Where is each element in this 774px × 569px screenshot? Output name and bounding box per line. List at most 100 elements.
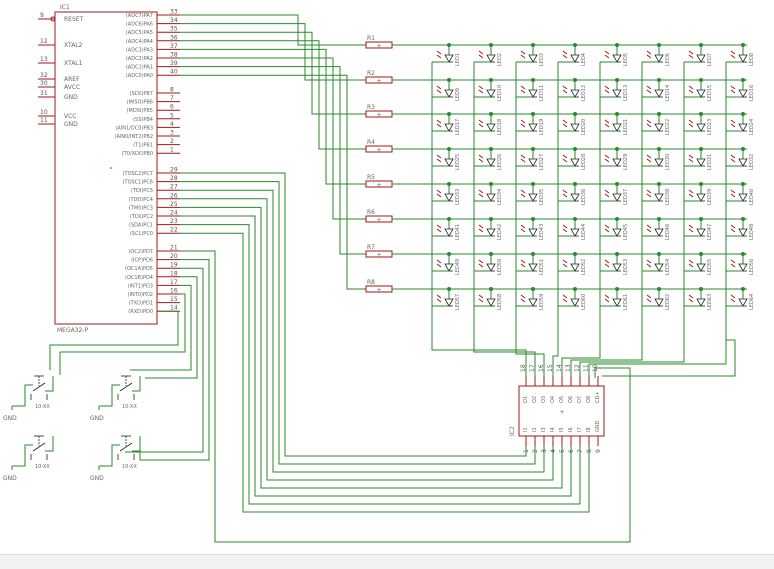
led-triangle-icon	[696, 89, 706, 98]
led-emission-arrows-icon	[688, 294, 694, 303]
ic2-bottom-pin-number: 6	[568, 449, 575, 453]
led-triangle-icon	[696, 123, 706, 132]
led-triangle-icon	[570, 193, 580, 202]
switch-contact-icon	[119, 382, 133, 392]
led-label: LED16	[749, 85, 755, 101]
led-label: LED22	[665, 119, 671, 135]
led-triangle-icon	[612, 89, 622, 98]
ic1-right-pin-label: (MOSI)PB5	[127, 108, 153, 114]
led-triangle-icon	[528, 89, 538, 98]
ic2-bottom-pin-label: I4	[550, 427, 556, 432]
ic1-left-pin-number: 13	[40, 56, 48, 63]
ic1-right-pin-number: 26	[170, 192, 178, 199]
led-emission-arrows-icon	[688, 119, 694, 128]
led-label: LED25	[455, 154, 461, 170]
ic1-left-pin-number: 10	[40, 109, 48, 116]
led-triangle-icon	[612, 263, 622, 272]
ic2-top-pin-number: 13	[565, 364, 572, 372]
led-triangle-icon	[570, 228, 580, 237]
ic1-right-pin-number: 36	[170, 34, 178, 41]
row-drive-wire	[180, 14, 366, 46]
ic2-top-pin-number: 14	[556, 364, 563, 372]
led-emission-arrows-icon	[520, 189, 526, 198]
led-emission-arrows-icon	[520, 259, 526, 268]
led-label: LED32	[749, 154, 755, 170]
led-label: LED42	[497, 224, 503, 240]
ic1-right-pin-label: (RXD)PD0	[128, 309, 153, 315]
led-triangle-icon	[528, 54, 538, 63]
ic1-right-pin-label: (ADC6)PA6	[126, 22, 153, 28]
ic1-right-pin-label: (ADC0)PA0	[126, 73, 153, 79]
led-triangle-icon	[486, 228, 496, 237]
led-emission-arrows-icon	[604, 154, 610, 163]
ic2-top-pin-label: CD+	[595, 391, 601, 403]
led-emission-arrows-icon	[436, 189, 442, 198]
led-triangle-icon	[444, 193, 454, 202]
led-triangle-icon	[738, 228, 748, 237]
row-drive-wire	[180, 74, 366, 290]
led-triangle-icon	[738, 158, 748, 167]
ic1-right-pin-label: (OC1A)PD5	[125, 266, 153, 272]
ic1-right-pin-number: 17	[170, 279, 178, 286]
led-triangle-icon	[486, 263, 496, 272]
led-emission-arrows-icon	[604, 85, 610, 94]
led-label: LED33	[455, 189, 461, 205]
resistor-label: R8	[367, 279, 375, 286]
led-triangle-icon	[696, 228, 706, 237]
led-triangle-icon	[570, 54, 580, 63]
switch-wire-right	[45, 436, 54, 452]
switch-wire	[125, 267, 204, 453]
ic1-left-pin-label: XTAL2	[64, 42, 83, 49]
led-emission-arrows-icon	[604, 294, 610, 303]
led-emission-arrows-icon	[478, 224, 484, 233]
led-label: LED13	[623, 85, 629, 101]
ic1-left-pin-label: GND	[64, 94, 78, 101]
ic1-left-pin-label: XTAL1	[64, 60, 83, 67]
led-label: LED37	[623, 189, 629, 205]
led-emission-arrows-icon	[646, 224, 652, 233]
ic2-top-pin-number: 15	[547, 364, 554, 372]
resistor-label: R7	[367, 244, 375, 251]
ic1-right-pin-label: (ADC3)PA3	[126, 47, 153, 53]
led-emission-arrows-icon	[436, 224, 442, 233]
led-triangle-icon	[528, 123, 538, 132]
ic1-right-pin-number: 20	[170, 253, 178, 260]
ic1-right-pin-number: 38	[170, 52, 178, 59]
ic1-right-pin-label: (SCL)PC0	[130, 231, 153, 237]
led-triangle-icon	[444, 89, 454, 98]
ic1-right-pin-number: 3	[170, 130, 174, 137]
ic2-top-pin-label: O6	[568, 396, 574, 403]
led-triangle-icon	[612, 193, 622, 202]
ic1-right-pin-number: 19	[170, 262, 178, 269]
wires	[49, 14, 736, 543]
ic2-top-pin-label: O7	[577, 396, 583, 403]
ic1-left-pin-label: VCC	[64, 113, 76, 120]
switch-wire	[145, 276, 198, 379]
led-emission-arrows-icon	[730, 189, 736, 198]
led-label: LED48	[749, 224, 755, 240]
switch-value-label: 10-XX	[35, 464, 50, 470]
ic1-right-pin-label: (TDI)PC5	[131, 188, 153, 194]
ic1-right-pin-label: (INT0)PD2	[128, 292, 153, 298]
ic1-right-pin-label: (TXD)PD1	[129, 301, 153, 307]
led-label: LED36	[581, 189, 587, 205]
led-triangle-icon	[570, 298, 580, 307]
ic1-right-pin-label: (INT1)PD3	[128, 283, 153, 289]
ic2-top-pin-number: 17	[529, 364, 536, 372]
column-output-wire	[561, 313, 601, 376]
led-emission-arrows-icon	[646, 119, 652, 128]
led-emission-arrows-icon	[436, 294, 442, 303]
led-label: LED46	[665, 224, 671, 240]
led-emission-arrows-icon	[436, 259, 442, 268]
led-label: LED63	[707, 294, 713, 310]
ic2-pins: 18O11I117O22I216O33I315O44I414O55I513O66…	[520, 364, 602, 453]
led-label: LED23	[707, 119, 713, 135]
led-triangle-icon	[612, 123, 622, 132]
led-triangle-icon	[654, 158, 664, 167]
led-emission-arrows-icon	[646, 294, 652, 303]
led-emission-arrows-icon	[520, 85, 526, 94]
led-triangle-icon	[528, 228, 538, 237]
resistor-polarity: +	[376, 147, 381, 154]
switch-value-label: 10-XX	[122, 464, 137, 470]
